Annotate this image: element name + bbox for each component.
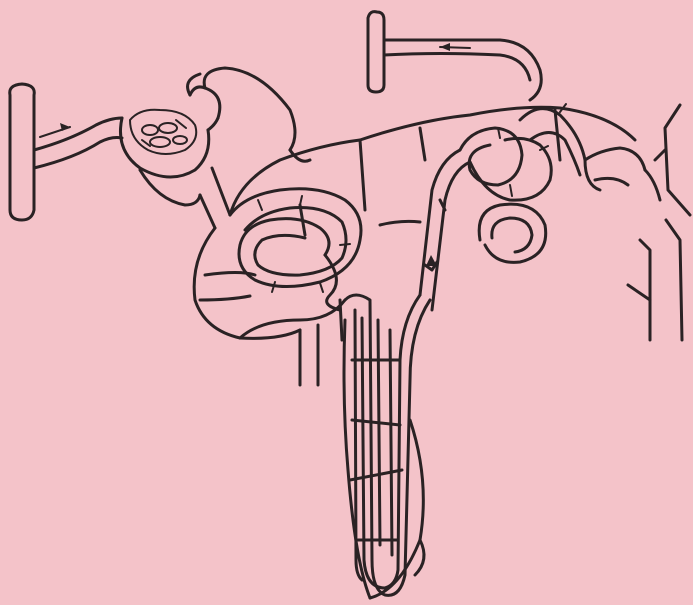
vein-right	[628, 105, 690, 340]
collecting-duct	[420, 150, 470, 310]
loop-of-henle	[344, 295, 430, 598]
glomerulus-and-capsule	[120, 110, 230, 228]
branch-lower-left	[240, 300, 345, 385]
vein-top	[368, 12, 541, 100]
efferent-arteriole	[188, 68, 295, 150]
afferent-artery	[10, 84, 122, 220]
proximal-convoluted-tubule	[230, 189, 361, 310]
